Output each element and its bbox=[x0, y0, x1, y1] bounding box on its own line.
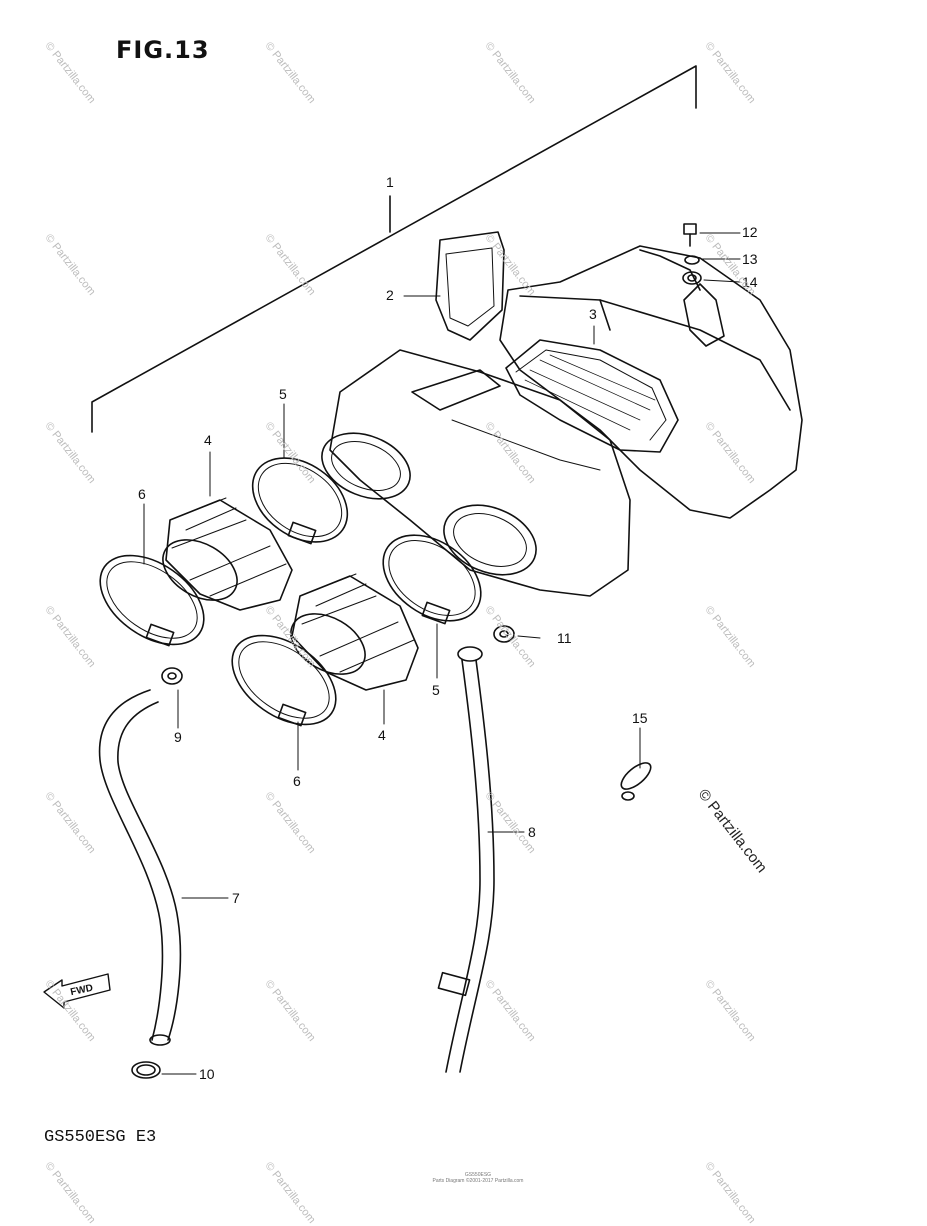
clip-11 bbox=[493, 625, 515, 643]
intake-box bbox=[321, 349, 631, 597]
clamp-band-left bbox=[99, 554, 205, 647]
callout-10: 10 bbox=[199, 1066, 215, 1082]
footer: GS550ESG Parts Diagram ©2001-2017 Partzi… bbox=[398, 1172, 558, 1184]
filter-element bbox=[505, 339, 679, 453]
intake-pipe-lower bbox=[290, 573, 419, 691]
fwd-label: FWD bbox=[70, 983, 95, 998]
callout-4-upper: 4 bbox=[204, 432, 212, 448]
washer-13 bbox=[684, 255, 700, 265]
clamp-10 bbox=[131, 1061, 161, 1079]
drain-hose-8 bbox=[437, 646, 495, 1073]
model-code: GS550ESG E3 bbox=[44, 1128, 157, 1147]
callout-1: 1 bbox=[386, 174, 394, 190]
intake-pipe-upper bbox=[162, 497, 293, 611]
callout-13: 13 bbox=[742, 251, 758, 267]
callout-6-left: 6 bbox=[138, 486, 146, 502]
leader-lines bbox=[143, 232, 741, 1075]
callout-14: 14 bbox=[742, 274, 758, 290]
clamp-band-upper bbox=[251, 457, 349, 545]
callout-11: 11 bbox=[557, 630, 572, 646]
callout-4-lower: 4 bbox=[378, 727, 386, 743]
callout-7: 7 bbox=[232, 890, 240, 906]
bolt-12 bbox=[683, 223, 697, 247]
cover-plate bbox=[435, 231, 505, 341]
callout-15: 15 bbox=[632, 710, 648, 726]
clip-15 bbox=[620, 762, 652, 801]
footer-line: Parts Diagram ©2001-2017 Partzilla.com bbox=[432, 1178, 524, 1184]
footer-code: GS550ESG bbox=[464, 1172, 492, 1178]
clamp-band-lower bbox=[382, 534, 482, 625]
clip-9 bbox=[161, 667, 183, 685]
callout-5-lower: 5 bbox=[432, 682, 440, 698]
callout-2: 2 bbox=[386, 287, 394, 303]
callout-5-upper: 5 bbox=[279, 386, 287, 402]
callout-3: 3 bbox=[589, 306, 597, 322]
callout-12: 12 bbox=[742, 224, 758, 240]
assembly-bracket bbox=[91, 65, 697, 433]
grommet-14 bbox=[682, 271, 702, 285]
fwd-arrow bbox=[43, 973, 111, 1009]
breather-hose-7 bbox=[98, 689, 182, 1046]
figure-title: FIG.13 bbox=[116, 36, 210, 64]
parts-diagram: FWD bbox=[43, 65, 803, 1079]
clamp-band-bottom bbox=[231, 634, 337, 727]
callout-9: 9 bbox=[174, 729, 182, 745]
callout-8: 8 bbox=[528, 824, 536, 840]
callout-6-bottom: 6 bbox=[293, 773, 301, 789]
